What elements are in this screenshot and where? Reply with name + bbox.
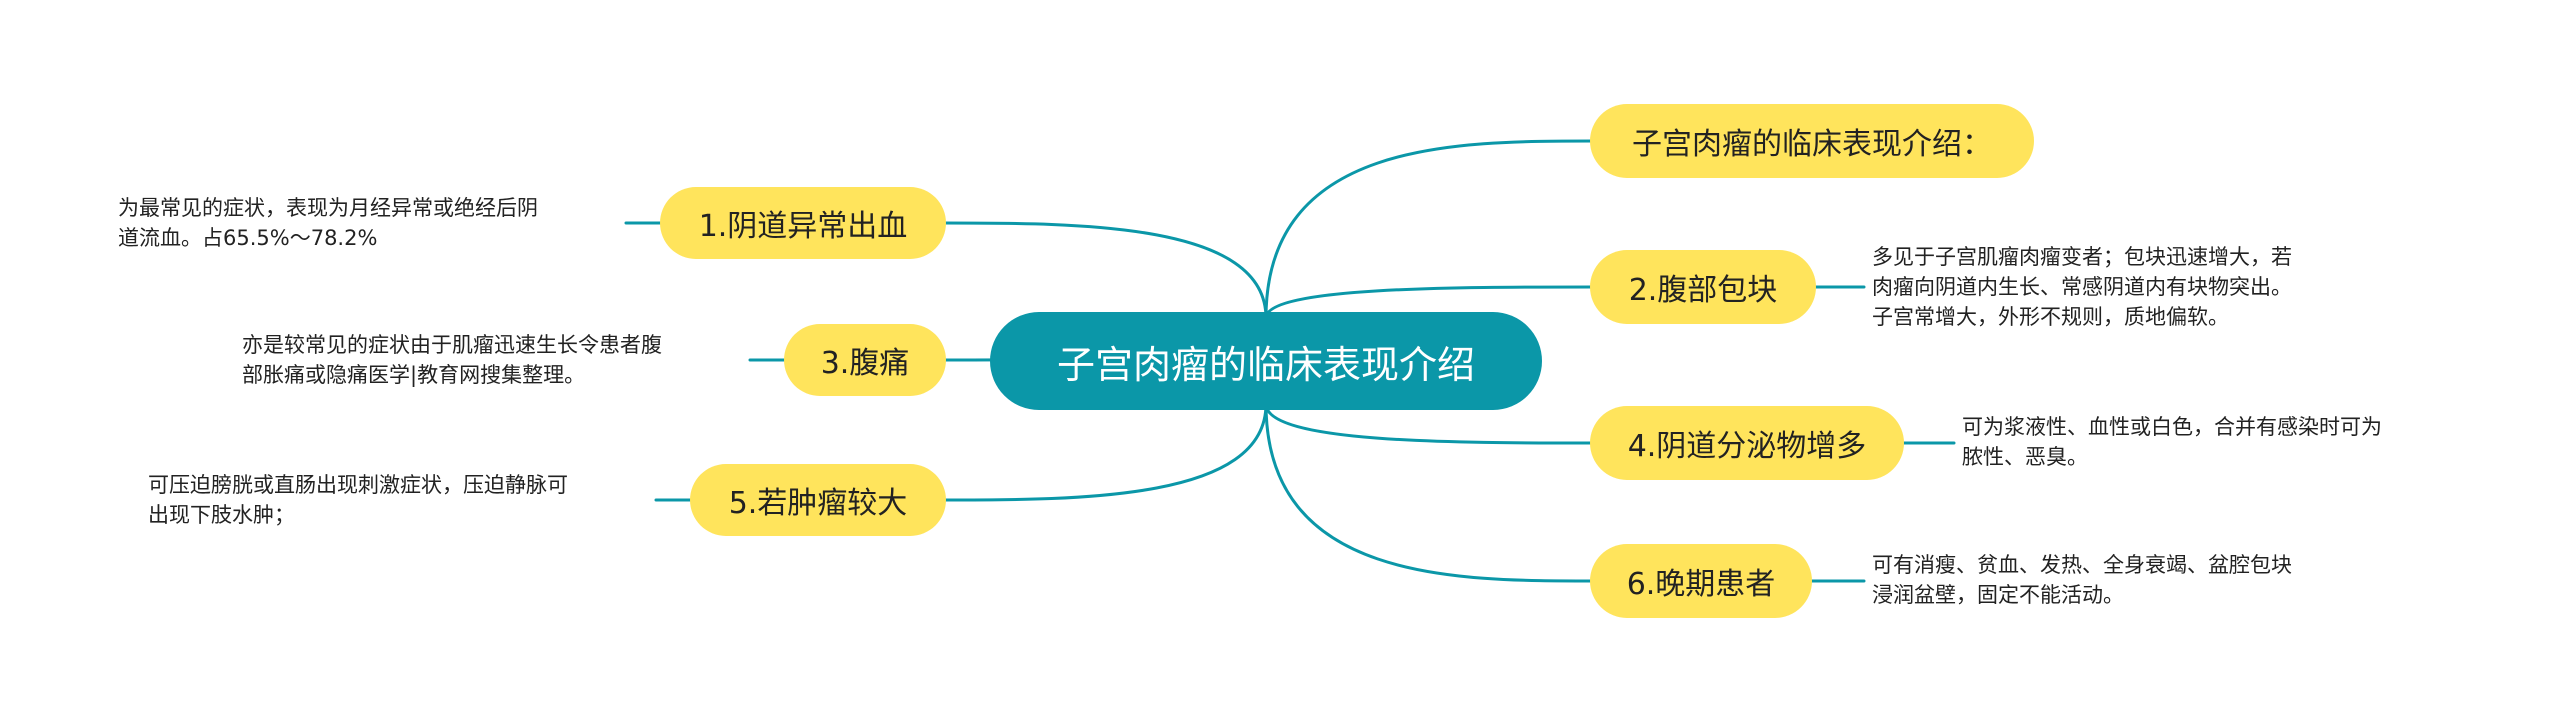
detail-vaginal-bleeding: 为最常见的症状，表现为月经异常或绝经后阴 道流血。占65.5%～78.2% — [118, 193, 618, 253]
detail-abdominal-mass: 多见于子宫肌瘤肉瘤变者；包块迅速增大，若 肉瘤向阴道内生长、常感阴道内有块物突出… — [1872, 242, 2372, 332]
branch-label: 5.若肿瘤较大 — [728, 486, 908, 521]
detail-line: 可为浆液性、血性或白色，合并有感染时可为 — [1962, 415, 2382, 439]
branch-vaginal-discharge[interactable]: 4.阴道分泌物增多 — [1590, 406, 1904, 480]
branch-advanced-patients[interactable]: 6.晚期患者 — [1590, 544, 1812, 618]
branch-label: 3.腹痛 — [820, 346, 910, 381]
detail-line: 浸润盆壁，固定不能活动。 — [1872, 583, 2124, 607]
detail-advanced-patients: 可有消瘦、贫血、发热、全身衰竭、盆腔包块 浸润盆壁，固定不能活动。 — [1872, 550, 2392, 610]
detail-line: 部胀痛或隐痛医学|教育网搜集整理。 — [242, 363, 586, 387]
detail-vaginal-discharge: 可为浆液性、血性或白色，合并有感染时可为 脓性、恶臭。 — [1962, 412, 2482, 472]
branch-abdominal-mass[interactable]: 2.腹部包块 — [1590, 250, 1816, 324]
connector-b5 — [940, 402, 1268, 502]
connector-b4 — [1264, 402, 1596, 445]
detail-line: 出现下肢水肿； — [148, 503, 295, 527]
branch-label: 1.阴道异常出血 — [698, 209, 908, 244]
detail-line: 脓性、恶臭。 — [1962, 445, 2088, 469]
detail-line: 道流血。占65.5%～78.2% — [118, 226, 378, 250]
root-topic-label: 子宫肉瘤的临床表现介绍 — [1056, 342, 1475, 387]
branch-label: 子宫肉瘤的临床表现介绍： — [1632, 127, 1992, 162]
branch-abdominal-pain[interactable]: 3.腹痛 — [784, 324, 946, 396]
detail-large-tumor: 可压迫膀胱或直肠出现刺激症状，压迫静脉可 出现下肢水肿； — [148, 470, 648, 530]
branch-vaginal-bleeding[interactable]: 1.阴道异常出血 — [660, 187, 946, 259]
connector-b6 — [1264, 402, 1596, 583]
branch-large-tumor[interactable]: 5.若肿瘤较大 — [690, 464, 946, 536]
detail-line: 多见于子宫肌瘤肉瘤变者；包块迅速增大，若 — [1872, 245, 2292, 269]
connector-b2 — [1264, 285, 1596, 320]
connector-b0 — [1264, 139, 1596, 320]
branch-label: 6.晚期患者 — [1626, 567, 1776, 602]
branch-label: 2.腹部包块 — [1628, 273, 1778, 308]
connector-b1 — [940, 221, 1268, 320]
detail-line: 可压迫膀胱或直肠出现刺激症状，压迫静脉可 — [148, 473, 568, 497]
detail-line: 子宫常增大，外形不规则，质地偏软。 — [1872, 305, 2229, 329]
detail-line: 肉瘤向阴道内生长、常感阴道内有块物突出。 — [1872, 275, 2292, 299]
branch-intro[interactable]: 子宫肉瘤的临床表现介绍： — [1590, 104, 2034, 178]
root-topic[interactable]: 子宫肉瘤的临床表现介绍 — [990, 312, 1542, 410]
detail-line: 为最常见的症状，表现为月经异常或绝经后阴 — [118, 196, 538, 220]
detail-line: 可有消瘦、贫血、发热、全身衰竭、盆腔包块 — [1872, 553, 2292, 577]
branch-label: 4.阴道分泌物增多 — [1627, 429, 1867, 464]
detail-line: 亦是较常见的症状由于肌瘤迅速生长令患者腹 — [242, 333, 662, 357]
detail-abdominal-pain: 亦是较常见的症状由于肌瘤迅速生长令患者腹 部胀痛或隐痛医学|教育网搜集整理。 — [242, 330, 742, 390]
